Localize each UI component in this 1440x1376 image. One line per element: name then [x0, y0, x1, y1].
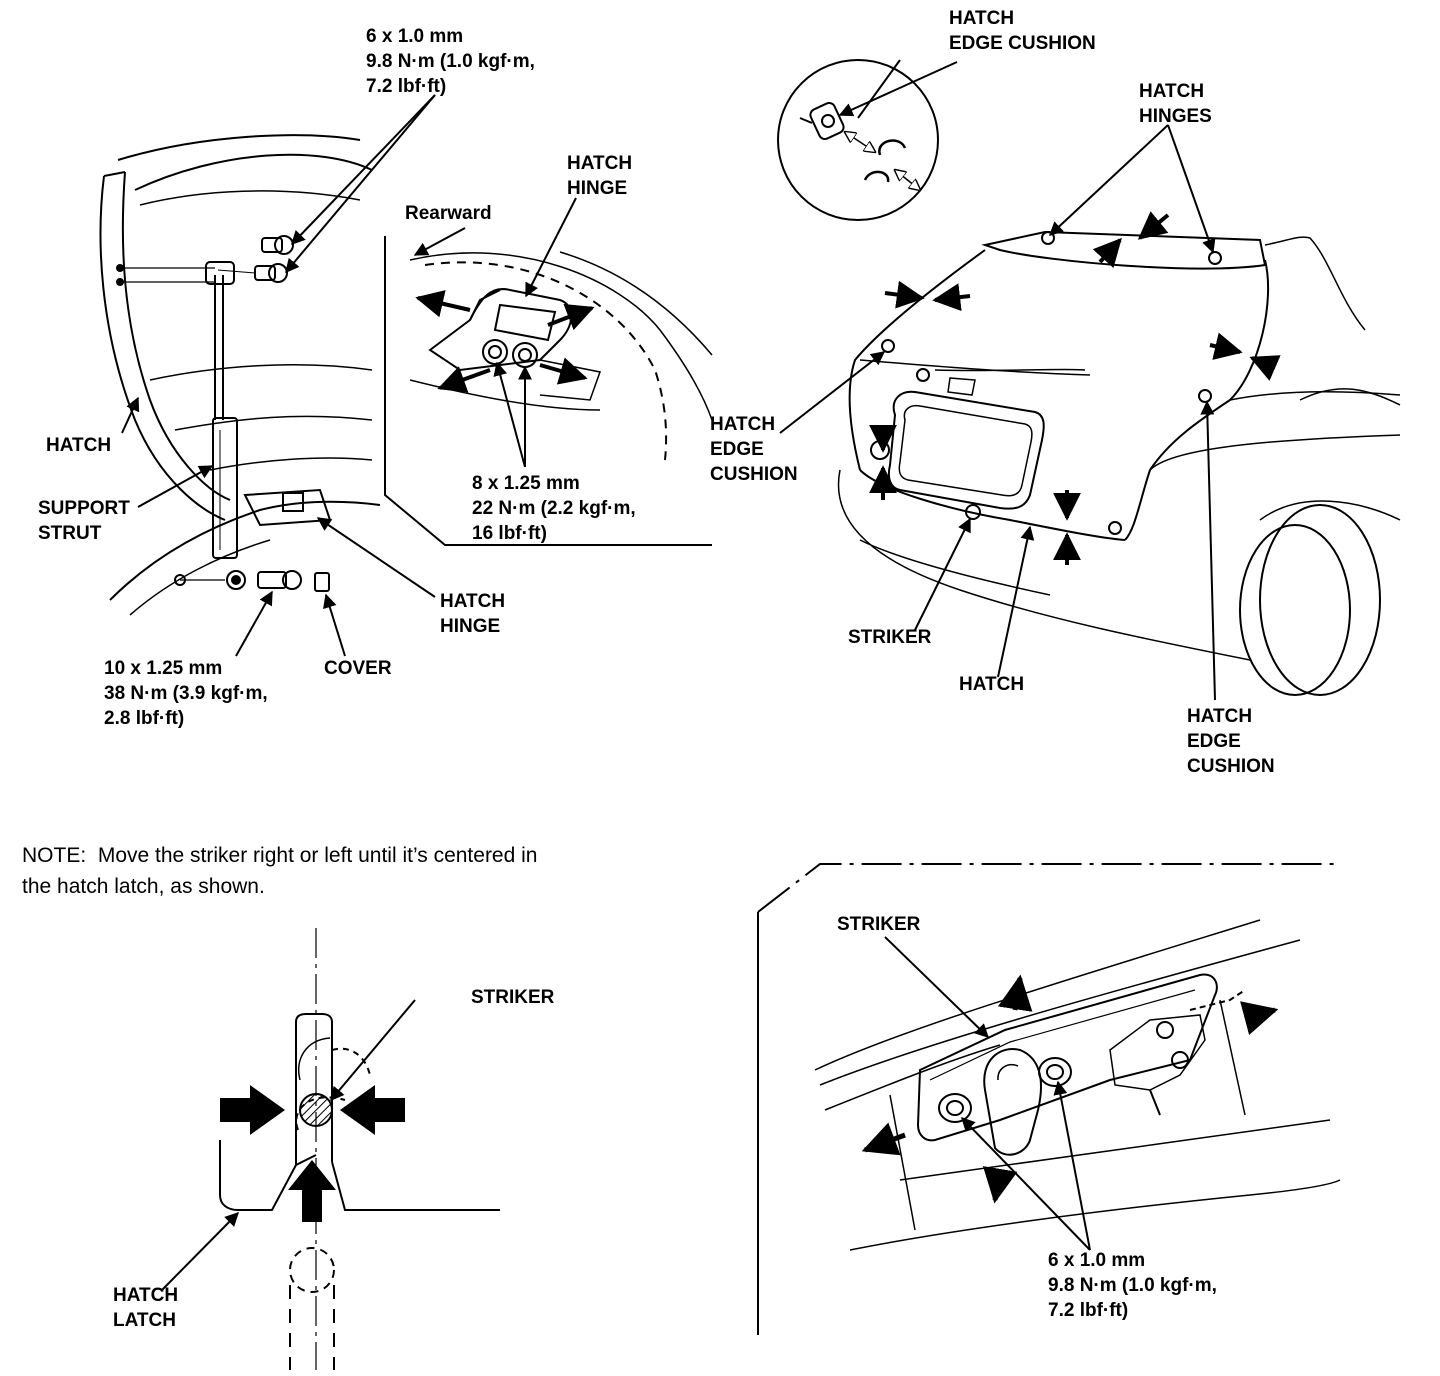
- hinge-detail-view: [384, 236, 713, 546]
- striker-car-label: STRIKER: [848, 627, 932, 648]
- support-strut-label: SUPPORT STRUT: [38, 498, 130, 544]
- striker-detail-label: STRIKER: [837, 914, 921, 935]
- striker-note: NOTE: Move the striker right or left unt…: [22, 844, 538, 898]
- striker-bolt-spec: 6 x 1.0 mm 9.8 N·m (1.0 kgf·m, 7.2 lbf·f…: [1048, 1250, 1217, 1321]
- hinge-adjust-arrows: [415, 290, 595, 393]
- hatch-car-label: HATCH: [959, 674, 1025, 695]
- striker-latch-label: STRIKER: [471, 987, 555, 1008]
- hatch-label-left: HATCH: [46, 435, 112, 456]
- hatch-hinge-lower-label: HATCH HINGE: [440, 591, 506, 637]
- hatch-hinge-detail-label: HATCH HINGE: [567, 153, 633, 199]
- hatch-hinges-label: HATCH HINGES: [1139, 81, 1212, 127]
- leader-lines: [121, 61, 1216, 1291]
- cover-label: COVER: [324, 658, 392, 679]
- latch-centering-arrows: [220, 1085, 405, 1222]
- rearward-label: Rearward: [405, 203, 492, 224]
- hatch-adjust-arrows: [869, 211, 1281, 565]
- support-strut-view: [99, 134, 381, 616]
- hatch-latch-label: HATCH LATCH: [113, 1285, 179, 1331]
- edge-cushion-right-label: HATCH EDGE CUSHION: [1187, 706, 1275, 777]
- latch-centering-view: [219, 928, 500, 1370]
- edge-cushion-top-label: HATCH EDGE CUSHION: [949, 8, 1096, 54]
- hinge-bolt-spec: 8 x 1.25 mm 22 N·m (2.2 kgf·m, 16 lbf·ft…: [472, 473, 636, 544]
- car-rear-view: [777, 59, 1401, 696]
- strut-top-bolt-spec: 6 x 1.0 mm 9.8 N·m (1.0 kgf·m, 7.2 lbf·f…: [366, 26, 535, 97]
- striker-adjust-arrows: [861, 974, 1279, 1204]
- strut-bottom-bolt-spec: 10 x 1.25 mm 38 N·m (3.9 kgf·m, 2.8 lbf·…: [104, 658, 268, 729]
- edge-cushion-left-label: HATCH EDGE CUSHION: [710, 414, 798, 485]
